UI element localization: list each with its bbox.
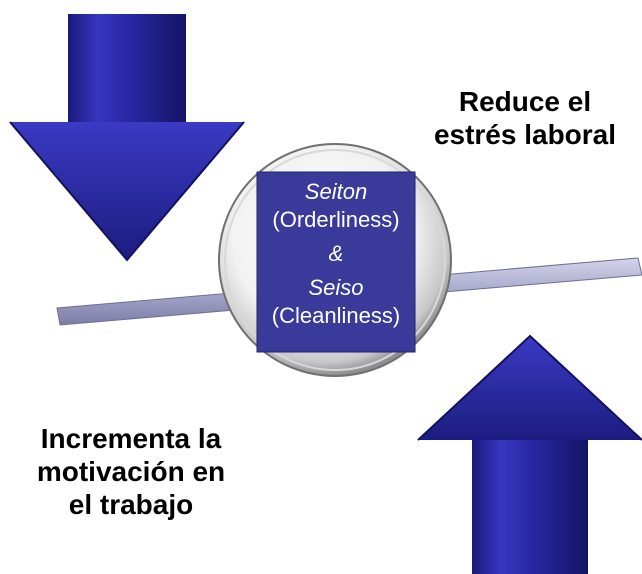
ampersand: & <box>328 241 344 266</box>
center-text-box: Seiton (Orderliness) & Seiso (Cleanlines… <box>257 172 415 352</box>
reduce-stress-label: Reduce el estrés laboral <box>405 85 642 151</box>
center-box-bg <box>256 171 416 353</box>
increase-motivation-line-1: Incrementa la <box>40 423 222 454</box>
seiton-term: Seiton <box>304 179 368 204</box>
seiton-translation: (Orderliness) <box>272 207 400 232</box>
reduce-stress-line-1: Reduce el <box>458 86 592 117</box>
reduce-stress-line-2: estrés laboral <box>433 119 617 150</box>
seiso-translation: (Cleanliness) <box>271 303 401 328</box>
increase-motivation-label: Incrementa la motivación en el trabajo <box>0 422 262 521</box>
down-arrow-icon <box>9 14 245 262</box>
up-arrow-icon <box>417 334 642 574</box>
increase-motivation-line-2: motivación en <box>36 456 226 487</box>
increase-motivation-line-3: el trabajo <box>68 489 194 520</box>
seiso-term: Seiso <box>308 275 364 300</box>
